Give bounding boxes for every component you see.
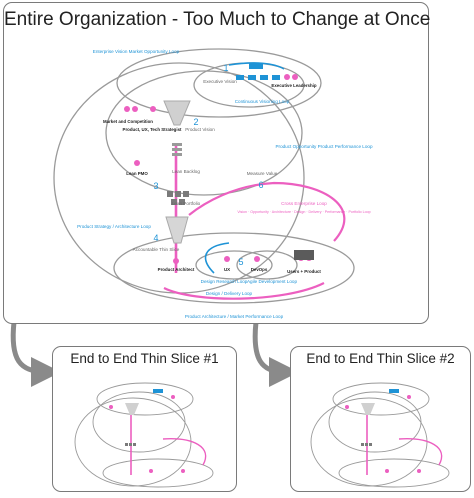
pink-feedback-loop [188, 181, 346, 242]
org-chart-icon [236, 63, 280, 80]
main-title: Entire Organization - Too Much to Change… [4, 9, 431, 30]
backlog-bars-icon [172, 143, 182, 156]
main-diagram-panel: Entire Organization - Too Much to Change… [3, 2, 431, 324]
thumbnail-thin-slice-2[interactable]: End to End Thin Slice #2 [290, 346, 471, 492]
arrow-to-thumb-2 [252, 321, 299, 387]
label-enterprise-loop: Enterprise Vision Market Opportunity Loo… [93, 49, 180, 54]
label-cross-enterprise-loop: Cross Enterprise Loop [281, 201, 327, 206]
pink-delivery-arc [163, 282, 325, 300]
portfolio-grid-icon [167, 191, 189, 205]
loop-design-research [195, 250, 273, 280]
label-lean-backlog: Lean Backlog [172, 169, 200, 174]
loop-design-delivery [113, 232, 355, 304]
label-continuous-loop: Continuous Visioning Loop [235, 99, 290, 104]
label-users-product: Users + Product [287, 269, 321, 274]
thumbnail-thin-slice-1[interactable]: End to End Thin Slice #1 [52, 346, 237, 492]
label-executive-leadership: Executive Leadership [271, 83, 316, 88]
loop-product-strategy [53, 62, 305, 294]
step-6: 6 [258, 180, 263, 190]
label-lean-pmo: Lean PMO [126, 171, 148, 176]
label-executive-vision: Executive Vision [203, 79, 237, 84]
loop-product-opportunity [105, 70, 303, 196]
step-5: 5 [238, 257, 243, 267]
thin-slice-funnel-icon [165, 216, 189, 244]
arrow-to-thumb-1 [10, 321, 61, 387]
label-cross-enterprise-detail: Vision · Opportunity · Architecture · De… [237, 210, 370, 214]
step-4: 4 [153, 233, 158, 243]
device-icon [294, 250, 314, 260]
loop-agile [236, 250, 298, 280]
label-strategist: Product, UX, Tech Strategist [123, 127, 182, 132]
label-product-strategy-loop: Product Strategy / Architecture Loop [77, 224, 151, 229]
label-product-opportunity-loop: Product Opportunity Product Performance … [275, 144, 372, 149]
step-1: 1 [223, 63, 228, 73]
thumbnail-2-title: End to End Thin Slice #2 [306, 351, 455, 366]
label-measure-value: Measure Value [247, 171, 278, 176]
funnel-icon [163, 100, 191, 126]
label-product-architecture-loop: Product Architecture / Market Performanc… [185, 314, 284, 319]
label-agile-loop: Agile Development Loop [247, 279, 297, 284]
label-lean-portfolio: Lean Portfolio [172, 201, 201, 206]
label-product-vision: Product Vision [185, 127, 215, 132]
step-2: 2 [193, 117, 198, 127]
label-design-research-loop: Design Research Loop [201, 279, 248, 284]
thumbnail-2-diagram [310, 382, 450, 488]
label-market-competition: Market and Competition [103, 119, 153, 124]
loop-enterprise [116, 48, 322, 118]
label-product-architect: Product Architect [158, 267, 195, 272]
label-thin-slice: Accountable Thin Slice [133, 247, 180, 252]
label-devops: DevOps [251, 267, 268, 272]
main-diagram: Enterprise Vision Market Opportunity Loo… [53, 48, 373, 319]
thumbnail-1-diagram [74, 382, 214, 488]
label-ux: UX [224, 267, 230, 272]
label-design-delivery-loop: Design / Delivery Loop [206, 291, 253, 296]
blue-arc-left [204, 242, 230, 274]
thumbnail-1-title: End to End Thin Slice #1 [70, 351, 219, 366]
step-3: 3 [153, 181, 158, 191]
